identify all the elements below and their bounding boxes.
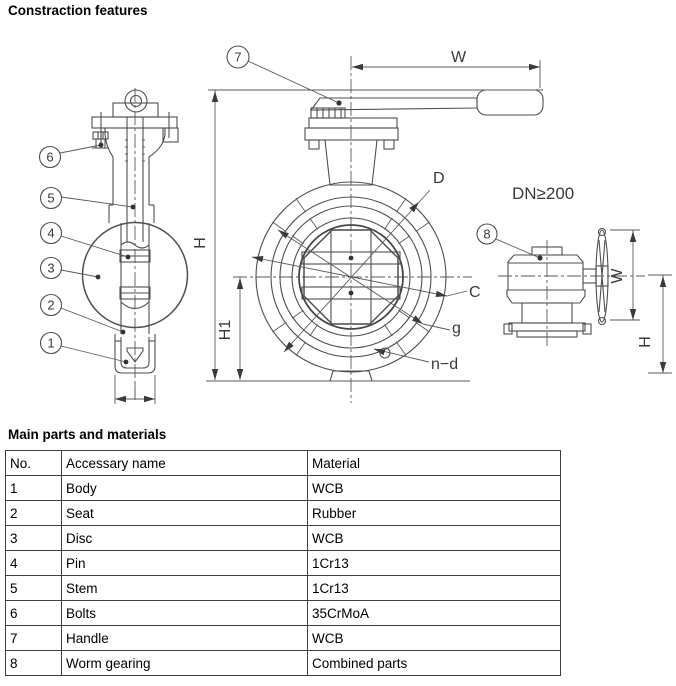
label-W-right: W — [609, 268, 626, 284]
page-title: Constraction features — [8, 3, 148, 18]
width-dimension-top — [352, 60, 541, 88]
callout-3: 3 — [39, 256, 63, 280]
height-dimension-right — [648, 274, 672, 374]
header-material: Material — [307, 450, 561, 476]
cell-material: Combined parts — [307, 650, 561, 676]
callout-5: 5 — [39, 186, 63, 210]
label-W-top: W — [451, 49, 467, 66]
handwheel — [595, 227, 609, 326]
valve-front-view: D C g n−d W H — [192, 49, 544, 403]
bottom-width-dimension — [114, 375, 156, 404]
cell-name: Bolts — [61, 600, 308, 626]
cell-material: WCB — [307, 625, 561, 651]
cell-material: 35CrMoA — [307, 600, 561, 626]
thread-marks — [125, 139, 145, 162]
bolt-detail — [92, 131, 109, 149]
cell-material: 1Cr13 — [307, 575, 561, 601]
header-no: No. — [5, 450, 62, 476]
table-title: Main parts and materials — [8, 427, 167, 442]
cell-name: Worm gearing — [61, 650, 308, 676]
svg-text:2: 2 — [47, 298, 54, 313]
cell-name: Pin — [61, 550, 308, 576]
cell-name: Disc — [61, 525, 308, 551]
cell-name: Seat — [61, 500, 308, 526]
width-dimension-right — [610, 229, 640, 321]
table-row: 8 Worm gearing Combined parts — [5, 650, 561, 676]
cell-no: 4 — [5, 550, 62, 576]
ring-ticks — [272, 198, 430, 356]
worm-gear-view: DN≥200 — [498, 184, 672, 374]
cell-material: WCB — [307, 525, 561, 551]
valve-side-view — [81, 88, 189, 404]
label-n-d: n−d — [431, 356, 458, 373]
disc-outline — [81, 221, 189, 329]
cell-name: Stem — [61, 575, 308, 601]
svg-text:6: 6 — [46, 150, 53, 165]
table-row: 3 Disc WCB — [5, 525, 561, 551]
cell-material: Rubber — [307, 500, 561, 526]
callout-8: 8 — [476, 223, 543, 261]
cell-no: 8 — [5, 650, 62, 676]
parts-materials-table: No. Accessary name Material 1 Body WCB 2… — [5, 450, 561, 676]
cell-no: 7 — [5, 625, 62, 651]
label-H1: H1 — [217, 320, 234, 341]
bottom-cap — [114, 334, 156, 374]
butterfly-valve-technical-drawing: 6 5 4 3 2 1 — [38, 45, 672, 404]
label-C: C — [469, 284, 481, 301]
callout-7: 7 — [226, 45, 342, 106]
label-dn200: DN≥200 — [512, 184, 574, 203]
cell-name: Handle — [61, 625, 308, 651]
svg-text:8: 8 — [483, 227, 490, 242]
cell-no: 2 — [5, 500, 62, 526]
table-row: 2 Seat Rubber — [5, 500, 561, 526]
label-D: D — [433, 170, 445, 187]
svg-text:3: 3 — [47, 261, 54, 276]
table-row: 7 Handle WCB — [5, 625, 561, 651]
height1-dimension — [236, 277, 244, 380]
cell-material: 1Cr13 — [307, 550, 561, 576]
cell-no: 1 — [5, 475, 62, 501]
svg-text:1: 1 — [47, 336, 54, 351]
cell-no: 5 — [5, 575, 62, 601]
label-H-right: H — [637, 336, 654, 348]
cell-no: 3 — [5, 525, 62, 551]
table-row: 6 Bolts 35CrMoA — [5, 600, 561, 626]
table-row: 4 Pin 1Cr13 — [5, 550, 561, 576]
label-g: g — [452, 320, 461, 337]
callout-2: 2 — [39, 293, 63, 317]
callout-6: 6 — [38, 145, 62, 169]
cell-material: WCB — [307, 475, 561, 501]
table-row: 1 Body WCB — [5, 475, 561, 501]
height-dimension — [206, 89, 543, 382]
svg-text:5: 5 — [47, 191, 54, 206]
handle-assembly — [304, 89, 544, 186]
part-callouts-left: 6 5 4 3 2 1 — [38, 142, 136, 365]
svg-text:4: 4 — [47, 226, 54, 241]
cell-name: Body — [61, 475, 308, 501]
cell-no: 6 — [5, 600, 62, 626]
svg-text:7: 7 — [234, 50, 241, 65]
table-row: 5 Stem 1Cr13 — [5, 575, 561, 601]
callout-4: 4 — [39, 221, 63, 245]
callout-1: 1 — [39, 331, 63, 355]
table-header-row: No. Accessary name Material — [5, 450, 561, 476]
diameter-dimensions — [251, 189, 468, 363]
header-name: Accessary name — [61, 450, 308, 476]
label-H-left: H — [192, 237, 209, 249]
